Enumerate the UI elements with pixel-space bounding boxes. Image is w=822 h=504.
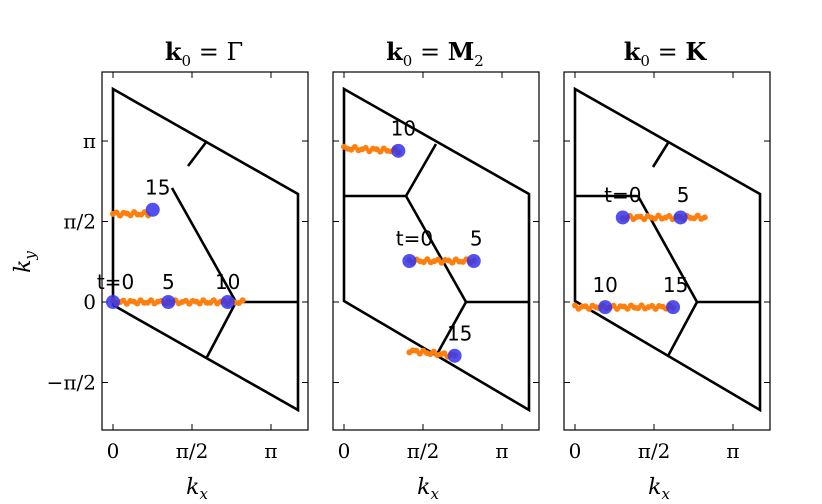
time-label: 10 bbox=[592, 273, 617, 297]
time-label: 15 bbox=[447, 321, 472, 345]
panel-3-inner-line bbox=[575, 194, 699, 357]
tick-layer: 0 π/2 π 0 π/2 π 0 π/2 π π π/2 0 −π/2 bbox=[47, 72, 770, 463]
time-marker bbox=[466, 254, 481, 269]
time-label: t=0 bbox=[604, 183, 641, 207]
time-label: 15 bbox=[663, 273, 688, 297]
panel-3-frame bbox=[563, 71, 771, 431]
panel-3-inner-line bbox=[651, 142, 670, 168]
panel-1-inner-line bbox=[205, 301, 238, 358]
y-tick-label: π bbox=[83, 129, 96, 153]
panel-3-title: k0 = K bbox=[624, 37, 708, 70]
panel-2-inner-line bbox=[344, 194, 468, 357]
time-label: t=0 bbox=[396, 227, 433, 251]
time-marker bbox=[161, 295, 176, 309]
x-tick-label: 0 bbox=[569, 439, 582, 463]
time-marker bbox=[673, 210, 688, 225]
time-marker bbox=[145, 202, 160, 217]
x-tick-label: 0 bbox=[107, 439, 120, 463]
x-tick-label: π/2 bbox=[176, 439, 209, 463]
x-tick-label: 0 bbox=[338, 439, 351, 463]
x-tick-label: π bbox=[495, 439, 508, 463]
xlabel-panel-2: kx bbox=[417, 475, 439, 503]
marker-layer bbox=[106, 143, 688, 363]
trajectory-point bbox=[239, 297, 246, 304]
time-label: 5 bbox=[677, 183, 690, 207]
time-marker bbox=[598, 300, 613, 315]
time-label: 10 bbox=[391, 116, 416, 140]
time-marker bbox=[666, 300, 681, 315]
ylabel: ky bbox=[11, 251, 39, 273]
panel-1-inner-line bbox=[186, 140, 209, 167]
panel-2-inner-line bbox=[404, 143, 438, 197]
time-label: t=0 bbox=[97, 270, 134, 294]
trajectory-point bbox=[701, 214, 708, 221]
panel-3-outline bbox=[573, 86, 762, 413]
time-marker bbox=[447, 348, 462, 363]
panel-1-title: k0 = Γ bbox=[165, 37, 243, 70]
zone-lines bbox=[111, 86, 762, 413]
time-label: 5 bbox=[470, 227, 483, 251]
panel-2-frame bbox=[332, 71, 540, 431]
time-marker bbox=[615, 210, 630, 225]
panel-1-frame bbox=[101, 71, 309, 431]
x-tick-label: π/2 bbox=[407, 439, 440, 463]
panel-2-outline bbox=[342, 86, 531, 413]
panel-1-outline bbox=[111, 86, 300, 413]
y-tick-label: −π/2 bbox=[47, 371, 96, 395]
time-label: 5 bbox=[162, 270, 175, 294]
label-layer: t=0 5 10 15 10 t=0 5 15 10 15 t=0 5 bbox=[97, 116, 690, 345]
panel-2-title: k0 = M2 bbox=[386, 37, 484, 70]
time-marker bbox=[391, 143, 406, 158]
time-label: 15 bbox=[145, 175, 170, 199]
x-tick-label: π bbox=[726, 439, 739, 463]
time-label: 10 bbox=[215, 270, 240, 294]
y-tick-label: 0 bbox=[83, 290, 96, 314]
x-tick-label: π/2 bbox=[638, 439, 671, 463]
y-tick-label: π/2 bbox=[63, 210, 96, 234]
time-marker bbox=[220, 295, 235, 309]
xlabel-panel-1: kx bbox=[186, 475, 208, 503]
time-marker bbox=[402, 254, 417, 269]
time-marker bbox=[106, 295, 120, 309]
xlabel-panel-3: kx bbox=[648, 475, 670, 503]
x-tick-label: π bbox=[264, 439, 277, 463]
